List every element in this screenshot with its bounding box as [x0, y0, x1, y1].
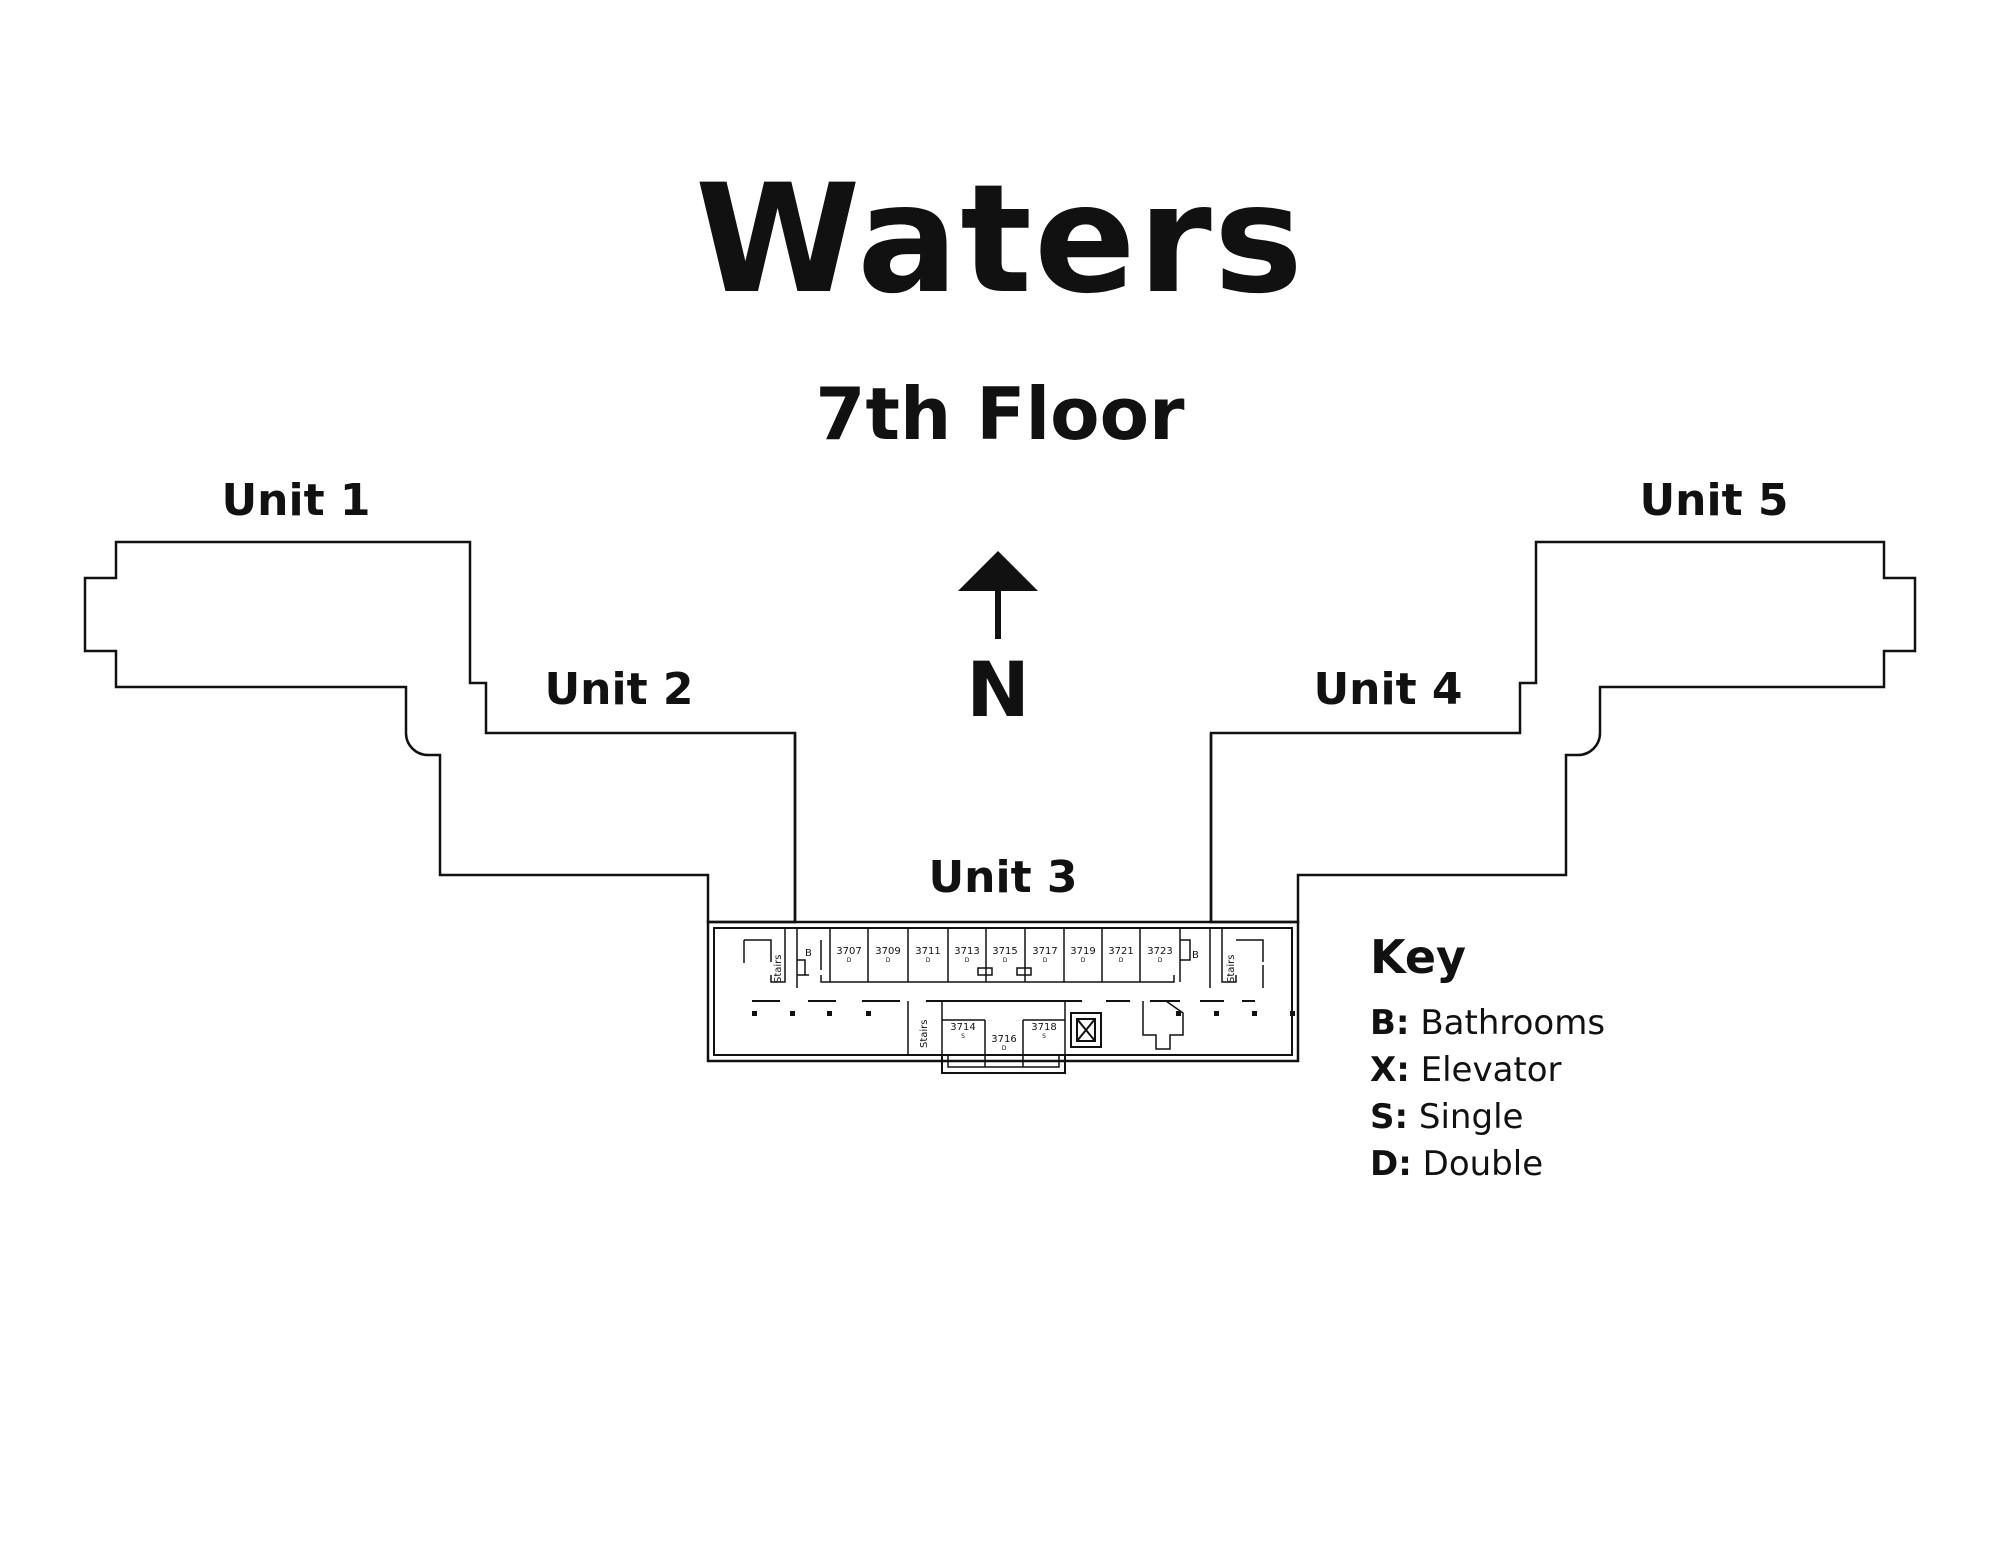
room-3721-label: 3721 — [1108, 946, 1133, 957]
map-title: Waters — [694, 153, 1306, 327]
room-3717-label: 3717 — [1032, 946, 1057, 957]
room-3718-type: S — [1042, 1033, 1046, 1040]
room-3718-label: 3718 — [1031, 1022, 1056, 1033]
unit-2-label: Unit 2 — [544, 664, 693, 715]
room-3713-label: 3713 — [954, 946, 979, 957]
room-3719-label: 3719 — [1070, 946, 1095, 957]
unit-3-building — [706, 920, 1300, 1074]
unit-3-label: Unit 3 — [928, 852, 1077, 903]
room-3723-type: D — [1158, 957, 1163, 964]
key-title: Key — [1370, 930, 1467, 984]
room-3707-label: 3707 — [836, 946, 861, 957]
unit-1-label: Unit 1 — [221, 475, 370, 526]
room-3711-label: 3711 — [915, 946, 940, 957]
bathroom-west-label: B — [805, 948, 812, 959]
room-3715-type: D — [1003, 957, 1008, 964]
room-3714-type: S — [961, 1033, 965, 1040]
map-key: Key B: Bathrooms X: Elevator S: Single D… — [1370, 930, 1605, 1188]
unit-5-label: Unit 5 — [1639, 475, 1788, 526]
room-3709-label: 3709 — [875, 946, 900, 957]
north-rooms: 3707D3709D3711D3713D3715D3717D3719D3721D… — [836, 946, 1172, 964]
north-label: N — [966, 645, 1030, 734]
room-3711-type: D — [926, 957, 931, 964]
room-3714-label: 3714 — [950, 1022, 975, 1033]
room-3716-label: 3716 — [991, 1034, 1016, 1045]
room-3713-type: D — [965, 957, 970, 964]
stairs-south-label: Stairs — [919, 1020, 930, 1049]
key-item-double: D: Double — [1370, 1144, 1544, 1184]
unit-4-label: Unit 4 — [1313, 664, 1462, 715]
room-3719-type: D — [1081, 957, 1086, 964]
room-3707-type: D — [847, 957, 852, 964]
stairs-west-label: Stairs — [773, 955, 784, 984]
room-3715-label: 3715 — [992, 946, 1017, 957]
floor-subtitle: 7th Floor — [815, 372, 1185, 456]
key-item-single: S: Single — [1370, 1097, 1524, 1137]
bathroom-east-label: B — [1192, 950, 1199, 961]
stairs-east-label: Stairs — [1226, 955, 1237, 984]
unit-1-outline — [83, 540, 797, 924]
room-3717-type: D — [1043, 957, 1048, 964]
north-arrow-icon — [958, 551, 1038, 639]
room-3723-label: 3723 — [1147, 946, 1172, 957]
key-item-bathrooms: B: Bathrooms — [1370, 1003, 1606, 1043]
room-3709-type: D — [886, 957, 891, 964]
unit-5-outline — [1209, 540, 1917, 924]
key-item-elevator: X: Elevator — [1370, 1050, 1562, 1090]
room-3716-type: D — [1002, 1045, 1007, 1052]
room-3721-type: D — [1119, 957, 1124, 964]
